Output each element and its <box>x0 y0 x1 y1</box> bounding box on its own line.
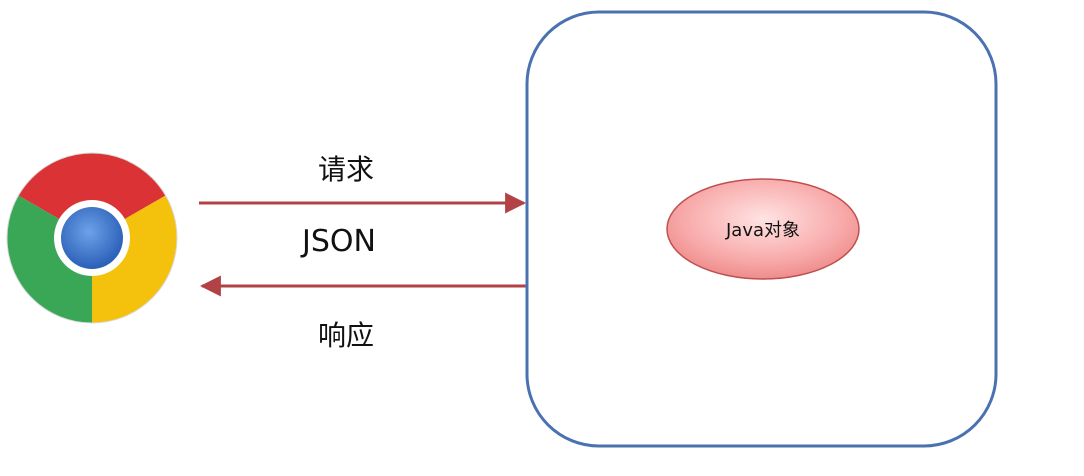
response-label: 响应 <box>318 319 375 352</box>
chrome-logo-icon <box>6 152 178 324</box>
java-object-node <box>666 178 860 280</box>
java-object-label: Java对象 <box>725 220 801 241</box>
request-label: 请求 <box>318 153 375 186</box>
json-label: JSON <box>302 224 376 259</box>
